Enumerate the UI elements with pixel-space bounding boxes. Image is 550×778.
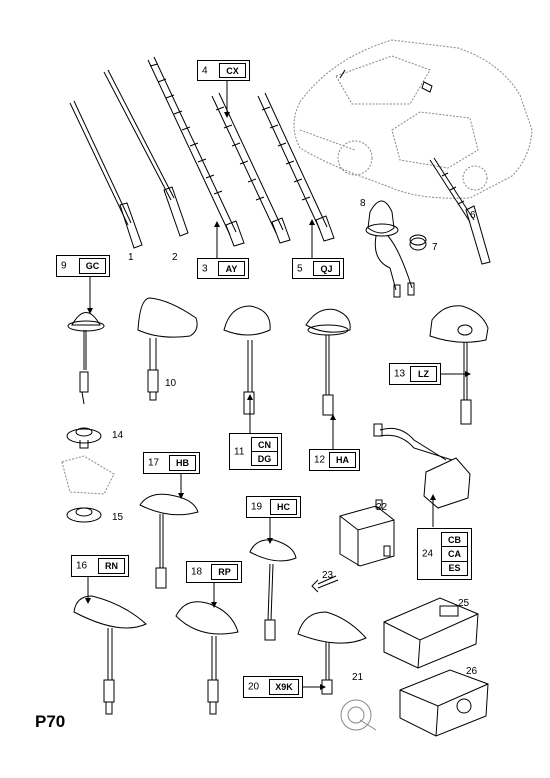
callout-16: 16 RN bbox=[71, 555, 129, 577]
callout-11-code: DG bbox=[257, 453, 272, 464]
part-number-22: 22 bbox=[376, 502, 388, 513]
callout-9-code: GC bbox=[79, 258, 106, 274]
cable-roll-21 bbox=[340, 699, 377, 731]
callout-24-code: ES bbox=[448, 563, 461, 574]
callout-17-code: HB bbox=[169, 455, 196, 471]
callout-11-codes: CN DG bbox=[251, 437, 278, 466]
callout-11: 11 CN DG bbox=[229, 433, 282, 470]
helical-antenna-3 bbox=[147, 56, 245, 247]
callout-5-number: 5 bbox=[297, 263, 303, 274]
callout-3-code: AY bbox=[218, 261, 245, 276]
roof-antenna-11 bbox=[223, 305, 271, 415]
callout-24-code: CB bbox=[442, 533, 467, 548]
antenna-20 bbox=[297, 611, 367, 695]
callout-19-number: 19 bbox=[251, 501, 263, 513]
callout-20-code: X9K bbox=[269, 679, 299, 695]
callout-9-number: 9 bbox=[61, 260, 67, 272]
callout-9: 9 GC bbox=[56, 255, 110, 277]
cap-7 bbox=[409, 234, 427, 251]
roof-antenna-13 bbox=[429, 305, 489, 425]
callout-12-code: HA bbox=[329, 452, 356, 468]
part-number-21: 21 bbox=[352, 672, 364, 683]
callout-16-number: 16 bbox=[76, 560, 88, 572]
fin-antenna-17 bbox=[139, 493, 199, 589]
radio-unit-26 bbox=[399, 669, 489, 737]
part-number-1: 1 bbox=[128, 252, 134, 263]
roof-antenna-12 bbox=[305, 308, 351, 416]
callout-24-codes: CB CA ES bbox=[441, 532, 468, 576]
rod-antenna-2 bbox=[103, 69, 189, 237]
module-22 bbox=[339, 499, 395, 567]
part-number-26: 26 bbox=[466, 666, 478, 677]
amplifier-24 bbox=[373, 423, 471, 509]
callout-12-number: 12 bbox=[314, 454, 326, 466]
callout-19-code: HC bbox=[270, 499, 297, 515]
callout-17-number: 17 bbox=[148, 457, 160, 469]
callout-5-code: QJ bbox=[313, 261, 340, 276]
helical-antenna-4 bbox=[211, 92, 291, 244]
part-number-6: 6 bbox=[470, 210, 476, 221]
part-number-25: 25 bbox=[458, 598, 470, 609]
callout-24-number: 24 bbox=[422, 548, 434, 560]
callout-19: 19 HC bbox=[246, 496, 301, 518]
callout-11-number: 11 bbox=[234, 446, 245, 457]
rod-antenna-1 bbox=[69, 100, 143, 249]
part-number-15: 15 bbox=[112, 512, 124, 523]
vehicle-outline bbox=[293, 39, 533, 199]
part-number-8: 8 bbox=[360, 198, 366, 209]
shark-fin-antenna-10 bbox=[137, 297, 198, 401]
dome-antenna-9 bbox=[67, 312, 105, 405]
callout-16-code: RN bbox=[98, 558, 125, 574]
callout-3-number: 3 bbox=[202, 263, 208, 274]
part-number-7: 7 bbox=[432, 242, 438, 253]
callout-13: 13 LZ bbox=[389, 363, 441, 385]
callout-24-code: CA bbox=[442, 547, 467, 562]
callout-5: 5 QJ bbox=[292, 258, 344, 279]
callout-18: 18 RP bbox=[186, 561, 242, 583]
washer-15 bbox=[66, 507, 102, 523]
callout-4-code: CX bbox=[219, 63, 246, 78]
part-number-10: 10 bbox=[165, 378, 177, 389]
shark-fin-antenna-16 bbox=[73, 595, 147, 715]
shark-fin-antenna-18 bbox=[175, 601, 239, 715]
part-number-23: 23 bbox=[322, 570, 334, 581]
nut-14 bbox=[66, 427, 102, 449]
part-number-14: 14 bbox=[112, 430, 124, 441]
gasket bbox=[61, 455, 115, 495]
callout-20-number: 20 bbox=[248, 681, 260, 693]
callout-13-number: 13 bbox=[394, 368, 406, 380]
bolt-23 bbox=[311, 575, 339, 593]
callout-13-code: LZ bbox=[410, 366, 437, 382]
callout-12: 12 HA bbox=[309, 449, 360, 471]
callout-17: 17 HB bbox=[143, 452, 200, 474]
antenna-base-8 bbox=[365, 200, 415, 298]
callout-4-number: 4 bbox=[202, 65, 208, 76]
part-number-2: 2 bbox=[172, 252, 178, 263]
radio-unit-25 bbox=[383, 597, 479, 669]
callout-4: 4 CX bbox=[197, 60, 250, 81]
antenna-19 bbox=[249, 539, 297, 641]
callout-24: 24 CB CA ES bbox=[417, 528, 472, 580]
callout-20: 20 X9K bbox=[243, 676, 303, 698]
callout-3: 3 AY bbox=[197, 258, 249, 279]
helical-antenna-5 bbox=[257, 92, 335, 242]
callout-18-number: 18 bbox=[191, 566, 203, 578]
callout-11-code: CN bbox=[252, 438, 277, 452]
rod-antenna-6 bbox=[429, 157, 491, 265]
callout-18-code: RP bbox=[211, 564, 238, 580]
page-identifier: P70 bbox=[35, 712, 66, 731]
